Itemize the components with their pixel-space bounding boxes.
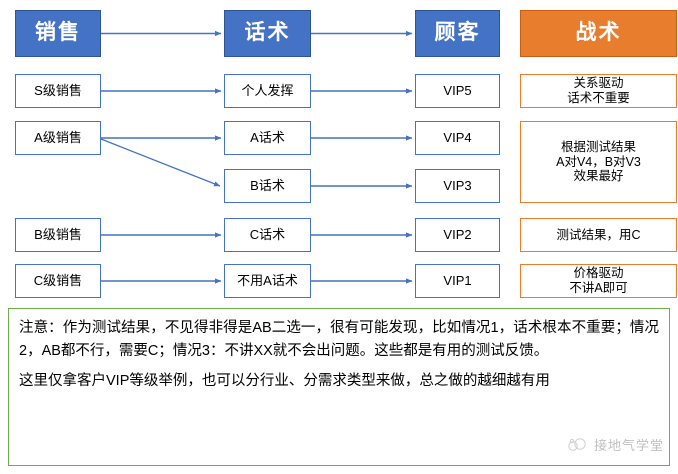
note-panel: 注意：作为测试结果，不见得非得是AB二选一，很有可能发现，比如情况1，话术根本不… [8, 308, 670, 466]
note-paragraph-1: 注意：作为测试结果，不见得非得是AB二选一，很有可能发现，比如情况1，话术根本不… [19, 320, 659, 360]
tactic-cell-vip4-vip3: 根据测试结果 A对V4，B对V3 效果最好 [520, 121, 677, 203]
tactic-cell-vip1: 价格驱动 不讲A即可 [520, 264, 677, 298]
client-cell-vip3: VIP3 [415, 169, 500, 203]
tactic-cell-vip2: 测试结果，用C [520, 218, 677, 252]
sales-cell-b: B级销售 [15, 218, 101, 252]
client-cell-vip2: VIP2 [415, 218, 500, 252]
script-cell-free: 个人发挥 [224, 74, 311, 108]
client-cell-vip1: VIP1 [415, 264, 500, 298]
script-cell-a: A话术 [224, 121, 311, 155]
script-cell-no-a: 不用A话术 [224, 264, 311, 298]
header-tactic: 战术 [520, 10, 677, 57]
tactic-cell-vip5: 关系驱动 话术不重要 [520, 74, 677, 108]
header-sales: 销售 [15, 10, 101, 57]
arrow-sales-a-to-script-b [100, 138, 221, 187]
client-cell-vip4: VIP4 [415, 121, 500, 155]
note-paragraph-2: 这里仅拿客户VIP等级举例，也可以分行业、分需求类型来做，总之做的越细越有用 [19, 372, 550, 389]
script-cell-c: C话术 [224, 218, 311, 252]
sales-cell-s: S级销售 [15, 74, 101, 108]
client-cell-vip5: VIP5 [415, 74, 500, 108]
header-client: 顾客 [415, 10, 500, 57]
sales-cell-c: C级销售 [15, 264, 101, 298]
sales-cell-a: A级销售 [15, 121, 101, 155]
header-script: 话术 [224, 10, 311, 57]
script-cell-b: B话术 [224, 169, 311, 203]
